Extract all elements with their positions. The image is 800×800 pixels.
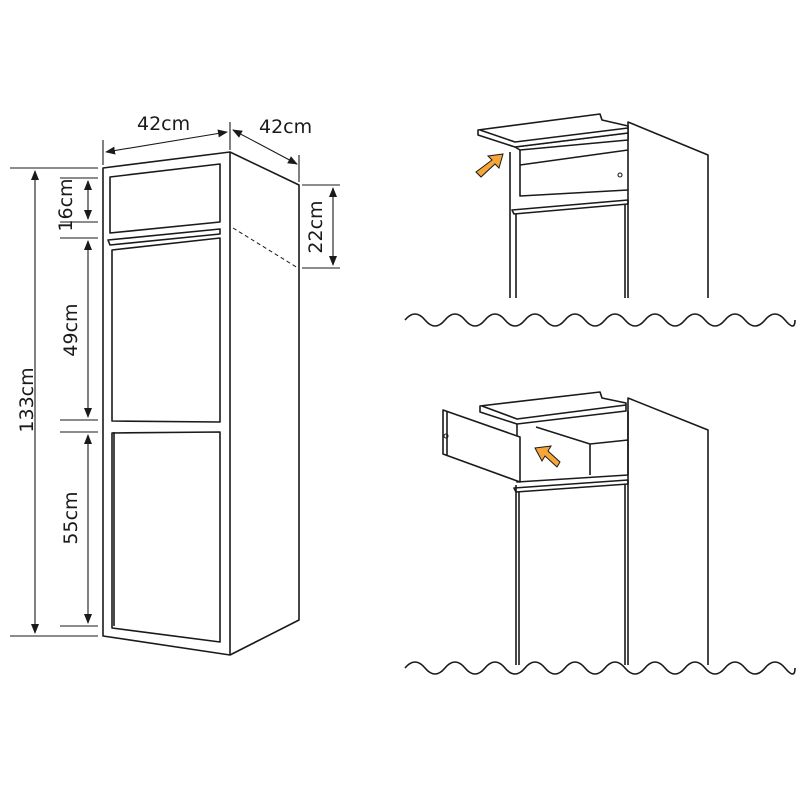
- cabinet-outline: [102, 151, 300, 656]
- lid: [477, 113, 629, 148]
- drawer-front: [442, 409, 521, 483]
- top-compartment-label: 16cm: [55, 178, 77, 231]
- slot-depth-guide: [232, 227, 299, 269]
- insert-arrow-icon: [534, 445, 561, 468]
- lid-insertion-view: [404, 113, 796, 327]
- side-depth-label: 42cm: [259, 116, 312, 138]
- front-width-dimension: [105, 129, 228, 155]
- insert-arrow-icon: [475, 153, 504, 178]
- middle-door: [111, 237, 221, 423]
- total-height-label: 133cm: [16, 367, 38, 432]
- middle-door-label: 49cm: [60, 303, 82, 356]
- lid-ledge: [107, 228, 221, 246]
- drop-slot: [519, 150, 629, 197]
- bottom-door: [111, 431, 221, 643]
- lid: [479, 391, 627, 425]
- top-compartment: [109, 163, 221, 234]
- front-width-label: 42cm: [137, 113, 190, 135]
- ground-wave: [404, 313, 796, 327]
- side-depth-dimension: [232, 129, 298, 165]
- bottom-door-label: 55cm: [60, 491, 82, 544]
- drawer-open-view: [404, 391, 796, 675]
- ground-wave: [404, 661, 796, 675]
- slot-depth-label: 22cm: [305, 200, 327, 253]
- cabinet-dimension-view: 42cm 42cm 133cm 16cm 49cm 55cm 22cm: [10, 113, 340, 656]
